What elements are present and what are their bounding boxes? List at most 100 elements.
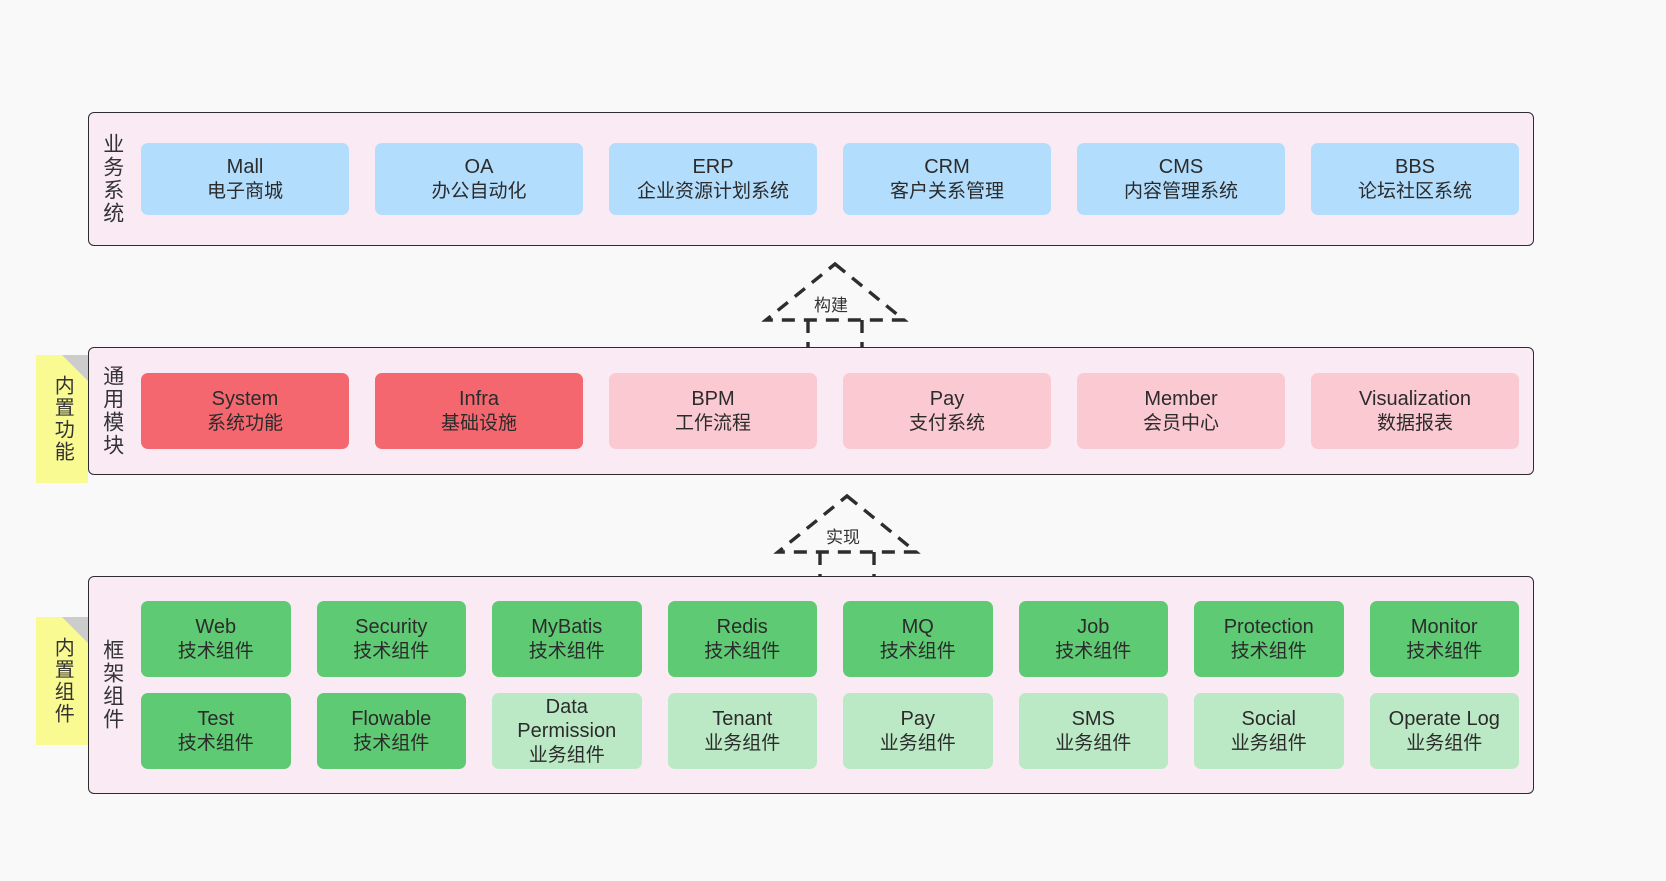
card-infra[interactable]: Infra 基础设施 <box>375 373 583 449</box>
card-flowable[interactable]: Flowable 技术组件 <box>316 693 466 769</box>
layer-body-modules: System 系统功能 Infra 基础设施 BPM 工作流程 Pay 支付系统… <box>135 348 1533 474</box>
card-subtitle: 技术组件 <box>353 732 430 754</box>
card-security[interactable]: Security 技术组件 <box>316 601 466 677</box>
card-title-line2: Permission <box>517 720 617 743</box>
card-subtitle: 客户关系管理 <box>889 180 1004 202</box>
card-subtitle: 会员中心 <box>1142 412 1219 434</box>
note-builtin-features: 内置功能 <box>36 355 88 483</box>
card-title: Redis <box>716 616 768 639</box>
card-sms[interactable]: SMS 业务组件 <box>1018 693 1168 769</box>
card-subtitle: 技术组件 <box>353 640 430 662</box>
card-subtitle: 数据报表 <box>1376 412 1453 434</box>
card-data-permission[interactable]: Data Permission 业务组件 <box>492 693 642 769</box>
layer-business-systems: 业务系统 Mall 电子商城 OA 办公自动化 ERP 企业资源计划系统 CRM… <box>88 112 1534 246</box>
card-pay-module[interactable]: Pay 支付系统 <box>843 373 1051 449</box>
card-subtitle: 技术组件 <box>704 640 781 662</box>
card-row: Web 技术组件 Security 技术组件 MyBatis 技术组件 Redi… <box>141 601 1519 677</box>
card-subtitle: 工作流程 <box>674 412 751 434</box>
connector-label-implement: 实现 <box>824 523 862 548</box>
card-subtitle: 技术组件 <box>1055 640 1132 662</box>
card-test[interactable]: Test 技术组件 <box>141 693 291 769</box>
arrow-shaft-icon <box>818 552 876 578</box>
card-title: BBS <box>1394 156 1436 179</box>
card-redis[interactable]: Redis 技术组件 <box>667 601 817 677</box>
card-subtitle: 基础设施 <box>440 412 517 434</box>
card-cms[interactable]: CMS 内容管理系统 <box>1077 143 1285 215</box>
card-title: Tenant <box>712 708 773 731</box>
card-title: Member <box>1144 388 1218 411</box>
arrow-head-icon <box>773 493 921 554</box>
card-visualization[interactable]: Visualization 数据报表 <box>1311 373 1519 449</box>
card-tenant[interactable]: Tenant 业务组件 <box>667 693 817 769</box>
card-title: Protection <box>1223 616 1314 639</box>
card-operate-log[interactable]: Operate Log 业务组件 <box>1369 693 1519 769</box>
card-mall[interactable]: Mall 电子商城 <box>141 143 349 215</box>
card-title: MyBatis <box>531 616 603 639</box>
card-subtitle: 业务组件 <box>1055 732 1132 754</box>
layer-common-modules: 通用模块 System 系统功能 Infra 基础设施 BPM 工作流程 Pay… <box>88 347 1534 475</box>
card-title: Web <box>195 616 237 639</box>
card-title: Monitor <box>1410 616 1478 639</box>
card-title: CRM <box>924 156 970 179</box>
layer-body-business: Mall 电子商城 OA 办公自动化 ERP 企业资源计划系统 CRM 客户关系… <box>135 113 1533 245</box>
card-title: Security <box>355 616 428 639</box>
card-subtitle: 技术组件 <box>528 640 605 662</box>
card-subtitle: 业务组件 <box>879 732 956 754</box>
card-mq[interactable]: MQ 技术组件 <box>843 601 993 677</box>
card-subtitle: 技术组件 <box>1406 640 1483 662</box>
arrow-head-icon <box>761 261 909 322</box>
connector-build: 构建 <box>760 258 910 348</box>
card-title: Pay <box>900 708 935 731</box>
layer-title-components: 框架组件 <box>100 639 124 731</box>
card-title: OA <box>464 156 494 179</box>
card-row: System 系统功能 Infra 基础设施 BPM 工作流程 Pay 支付系统… <box>141 373 1519 449</box>
card-subtitle: 论坛社区系统 <box>1357 180 1472 202</box>
card-title: System <box>211 388 279 411</box>
card-title: CMS <box>1158 156 1204 179</box>
card-title: Social <box>1241 708 1296 731</box>
card-oa[interactable]: OA 办公自动化 <box>375 143 583 215</box>
note-label: 内置功能 <box>51 375 74 463</box>
card-crm[interactable]: CRM 客户关系管理 <box>843 143 1051 215</box>
card-member[interactable]: Member 会员中心 <box>1077 373 1285 449</box>
card-mybatis[interactable]: MyBatis 技术组件 <box>492 601 642 677</box>
card-title: Data <box>545 696 588 719</box>
card-title: BPM <box>691 388 735 411</box>
card-row: Test 技术组件 Flowable 技术组件 Data Permission … <box>141 693 1519 769</box>
card-title: Infra <box>458 388 500 411</box>
layer-body-components: Web 技术组件 Security 技术组件 MyBatis 技术组件 Redi… <box>135 577 1533 793</box>
card-social[interactable]: Social 业务组件 <box>1194 693 1344 769</box>
note-label: 内置组件 <box>51 637 74 725</box>
layer-framework-components: 框架组件 Web 技术组件 Security 技术组件 MyBatis 技术组件… <box>88 576 1534 794</box>
note-fold-icon <box>62 617 88 643</box>
card-subtitle: 系统功能 <box>206 412 283 434</box>
arrow-shaft-icon <box>806 320 864 348</box>
card-subtitle: 企业资源计划系统 <box>636 180 789 202</box>
card-title: MQ <box>901 616 934 639</box>
card-system[interactable]: System 系统功能 <box>141 373 349 449</box>
connector-label-build: 构建 <box>812 291 850 316</box>
card-row: Mall 电子商城 OA 办公自动化 ERP 企业资源计划系统 CRM 客户关系… <box>141 143 1519 215</box>
layer-title-business: 业务系统 <box>100 133 124 225</box>
card-title: SMS <box>1071 708 1115 731</box>
connector-implement: 实现 <box>772 490 922 578</box>
card-subtitle: 电子商城 <box>206 180 283 202</box>
card-subtitle: 技术组件 <box>879 640 956 662</box>
card-subtitle: 业务组件 <box>528 744 605 766</box>
card-bpm[interactable]: BPM 工作流程 <box>609 373 817 449</box>
layer-title-modules: 通用模块 <box>100 365 124 457</box>
card-job[interactable]: Job 技术组件 <box>1018 601 1168 677</box>
card-title: Pay <box>929 388 965 411</box>
card-web[interactable]: Web 技术组件 <box>141 601 291 677</box>
card-monitor[interactable]: Monitor 技术组件 <box>1369 601 1519 677</box>
card-erp[interactable]: ERP 企业资源计划系统 <box>609 143 817 215</box>
card-subtitle: 办公自动化 <box>431 180 527 202</box>
card-pay-component[interactable]: Pay 业务组件 <box>843 693 993 769</box>
card-title: Flowable <box>351 708 432 731</box>
card-bbs[interactable]: BBS 论坛社区系统 <box>1311 143 1519 215</box>
card-subtitle: 技术组件 <box>1230 640 1307 662</box>
card-protection[interactable]: Protection 技术组件 <box>1194 601 1344 677</box>
card-title: Mall <box>226 156 264 179</box>
card-subtitle: 技术组件 <box>177 732 254 754</box>
card-subtitle: 技术组件 <box>177 640 254 662</box>
